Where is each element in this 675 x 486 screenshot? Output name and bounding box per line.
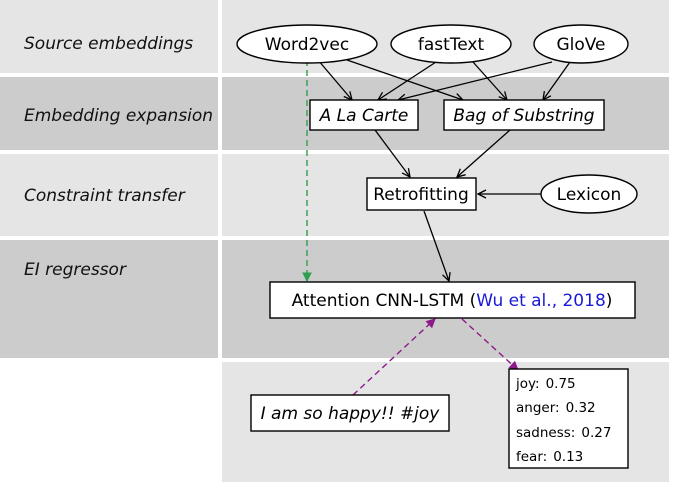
node-bag-of-substring: Bag of Substring [443,99,605,131]
score-fear: fear:0.13 [516,449,583,465]
input-text-label: I am so happy!! #joy [261,404,441,424]
node-scores: joy:0.75 anger:0.32 sadness:0.27 fear:0.… [508,368,629,469]
glove-label: GloVe [556,35,605,55]
edge-retro-model [423,210,449,281]
alacarte-label: A La Carte [319,106,409,126]
lexicon-label: Lexicon [557,185,622,205]
row-bg-expansion-label [0,77,218,150]
edge-word2vec-alacarte [317,59,352,100]
node-word2vec: Word2vec [236,24,378,64]
score-joy: joy:0.75 [515,376,576,392]
model-name: Attention CNN-LSTM ( [292,291,477,311]
edge-input-model-dashed [352,319,435,396]
edge-word2vec-bag [346,59,463,100]
retrofitting-label: Retrofitting [373,185,469,205]
row-bg-regressor-label [0,240,218,358]
edge-glove-bag [543,61,571,100]
node-lexicon: Lexicon [540,174,638,214]
row-label-expansion: Embedding expansion [24,106,213,126]
edge-model-scores-dashed [461,318,518,370]
edge-fasttext-bag [472,61,507,100]
row-bg-constraint-label [0,154,218,236]
model-citation-link[interactable]: Wu et al., 2018 [476,291,606,311]
edge-glove-alacarte [398,61,553,100]
node-alacarte: A La Carte [309,99,419,131]
model-label: Attention CNN-LSTM (Wu et al., 2018) [292,291,613,311]
node-glove: GloVe [533,24,629,64]
node-input-text: I am so happy!! #joy [250,394,450,432]
bag-label: Bag of Substring [453,106,594,126]
edges [317,59,571,281]
node-model: Attention CNN-LSTM (Wu et al., 2018) [269,281,636,319]
node-fasttext: fastText [390,24,512,64]
score-sadness: sadness:0.27 [516,425,611,441]
edge-bag-retro [457,129,511,177]
fasttext-label: fastText [418,35,485,55]
row-label-constraint: Constraint transfer [24,186,186,206]
row-label-regressor: EI regressor [24,260,127,280]
model-close-paren: ) [606,291,613,311]
node-retrofitting: Retrofitting [366,177,477,211]
row-label-source: Source embeddings [24,34,193,54]
row-bg-source-label [0,0,218,73]
word2vec-label: Word2vec [265,35,349,55]
edge-alacarte-retro [374,129,410,177]
score-anger: anger:0.32 [516,400,596,416]
edge-fasttext-alacarte [378,61,437,100]
